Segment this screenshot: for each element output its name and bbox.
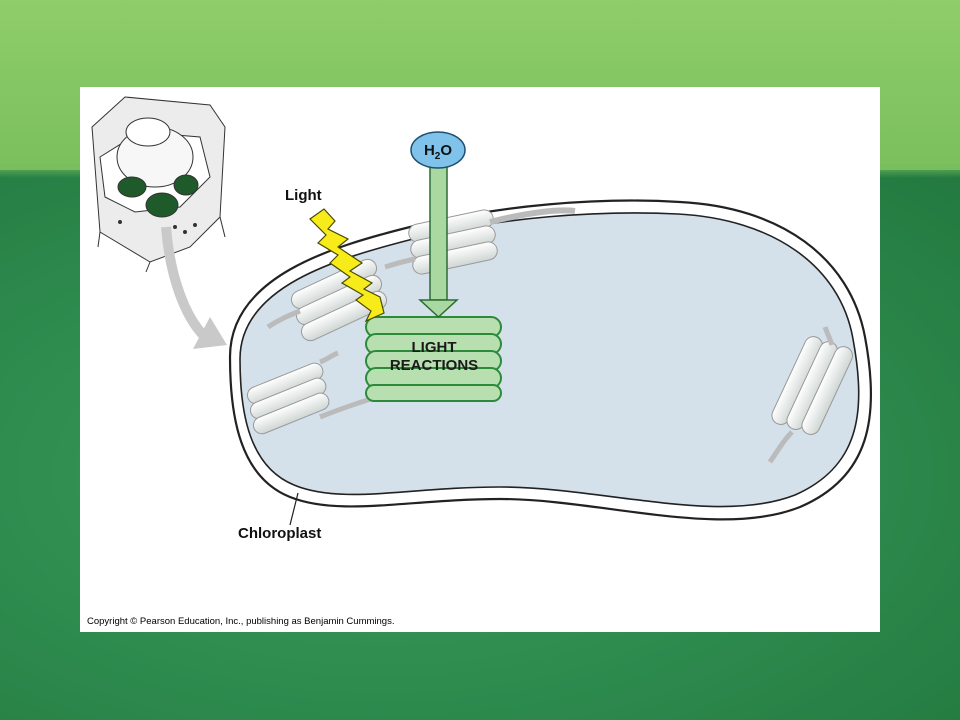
chloroplast-diagram: LIGHT REACTIONS H2O Light Chloroplast: [91, 96, 873, 542]
grana-stack-lower-left: [246, 350, 391, 435]
lightning-bolt: [309, 208, 385, 323]
chloroplast-label-leader: [289, 492, 299, 526]
plant-cell-icon: [91, 96, 226, 273]
water-bubble: [410, 131, 466, 169]
light-label: Light: [285, 187, 322, 204]
water-arrow-head: [418, 299, 459, 319]
water-label: H2O: [424, 142, 452, 162]
copyright-notice: Copyright © Pearson Education, Inc., pub…: [87, 616, 395, 627]
zoom-arrow: [161, 226, 209, 341]
zoom-arrow-head: [193, 317, 227, 349]
light-reactions-stack: [365, 316, 502, 402]
grana-stack-right: [767, 326, 853, 464]
reaction-label-line1: LIGHT: [412, 339, 457, 356]
water-arrow-shaft: [429, 164, 448, 301]
reaction-label-line2: REACTIONS: [390, 357, 478, 374]
chloroplast-label: Chloroplast: [238, 525, 321, 542]
diagram-panel: LIGHT REACTIONS H2O Light Chloroplast Co…: [80, 87, 880, 632]
